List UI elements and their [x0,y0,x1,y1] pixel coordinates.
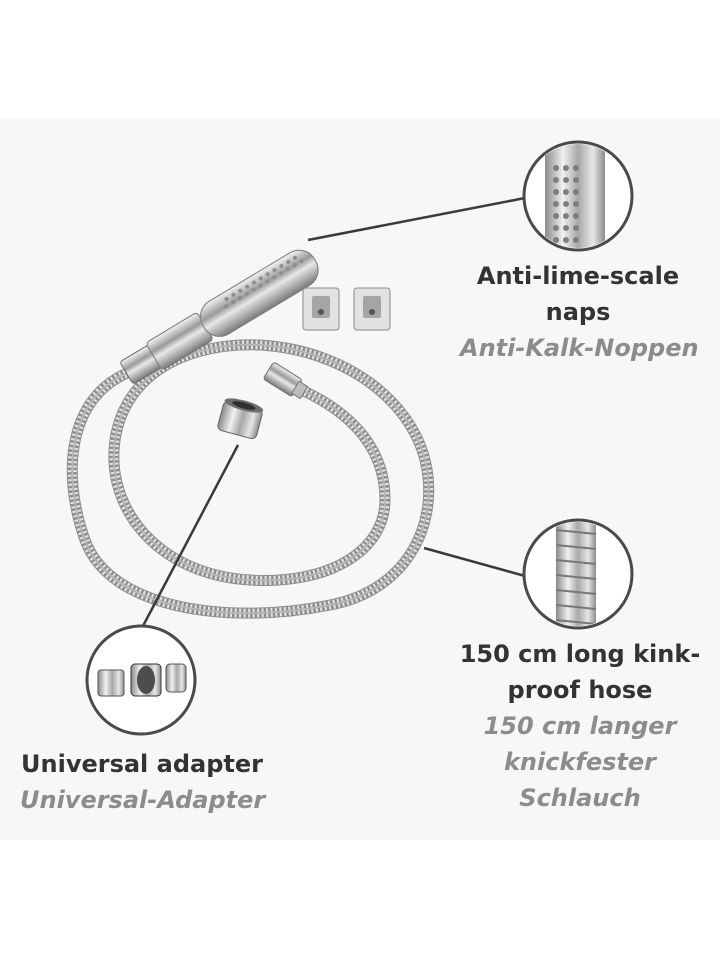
hose-title-line1: 150 cm long kink- [459,640,701,668]
nozzle-subtitle: Anti-Kalk-Noppen [460,334,699,362]
wall-bracket-right [353,287,391,331]
adapter-subtitle: Universal-Adapter [20,786,266,814]
adapter-callout-line [141,444,240,627]
adapter-callout: Universal adapter Universal-Adapter [20,746,266,818]
nozzle-callout-line [307,196,526,242]
hose-end-nut [263,362,309,400]
shower-hose [66,339,435,619]
hose-callout-line [423,546,526,578]
hose-subtitle-line3: Schlauch [519,784,641,812]
hose-subtitle-line2: knickfester [503,748,657,776]
adapter-piece [217,398,264,440]
wall-bracket-left [302,287,340,331]
hose-subtitle-line1: 150 cm langer [483,712,677,740]
adapter-detail-circle [85,624,197,736]
nozzle-detail-circle [522,140,634,252]
hose-callout: 150 cm long kink- proof hose 150 cm lang… [450,636,710,816]
nozzle-callout: Anti-lime-scale naps Anti-Kalk-Noppen [460,258,699,366]
hand-shower [120,249,319,384]
nozzle-title-line1: Anti-lime-scale [476,262,680,290]
hose-title-line2: proof hose [507,676,653,704]
nozzle-title-line2: naps [545,298,611,326]
adapter-title: Universal adapter [21,750,263,778]
hose-detail-circle [522,518,634,630]
